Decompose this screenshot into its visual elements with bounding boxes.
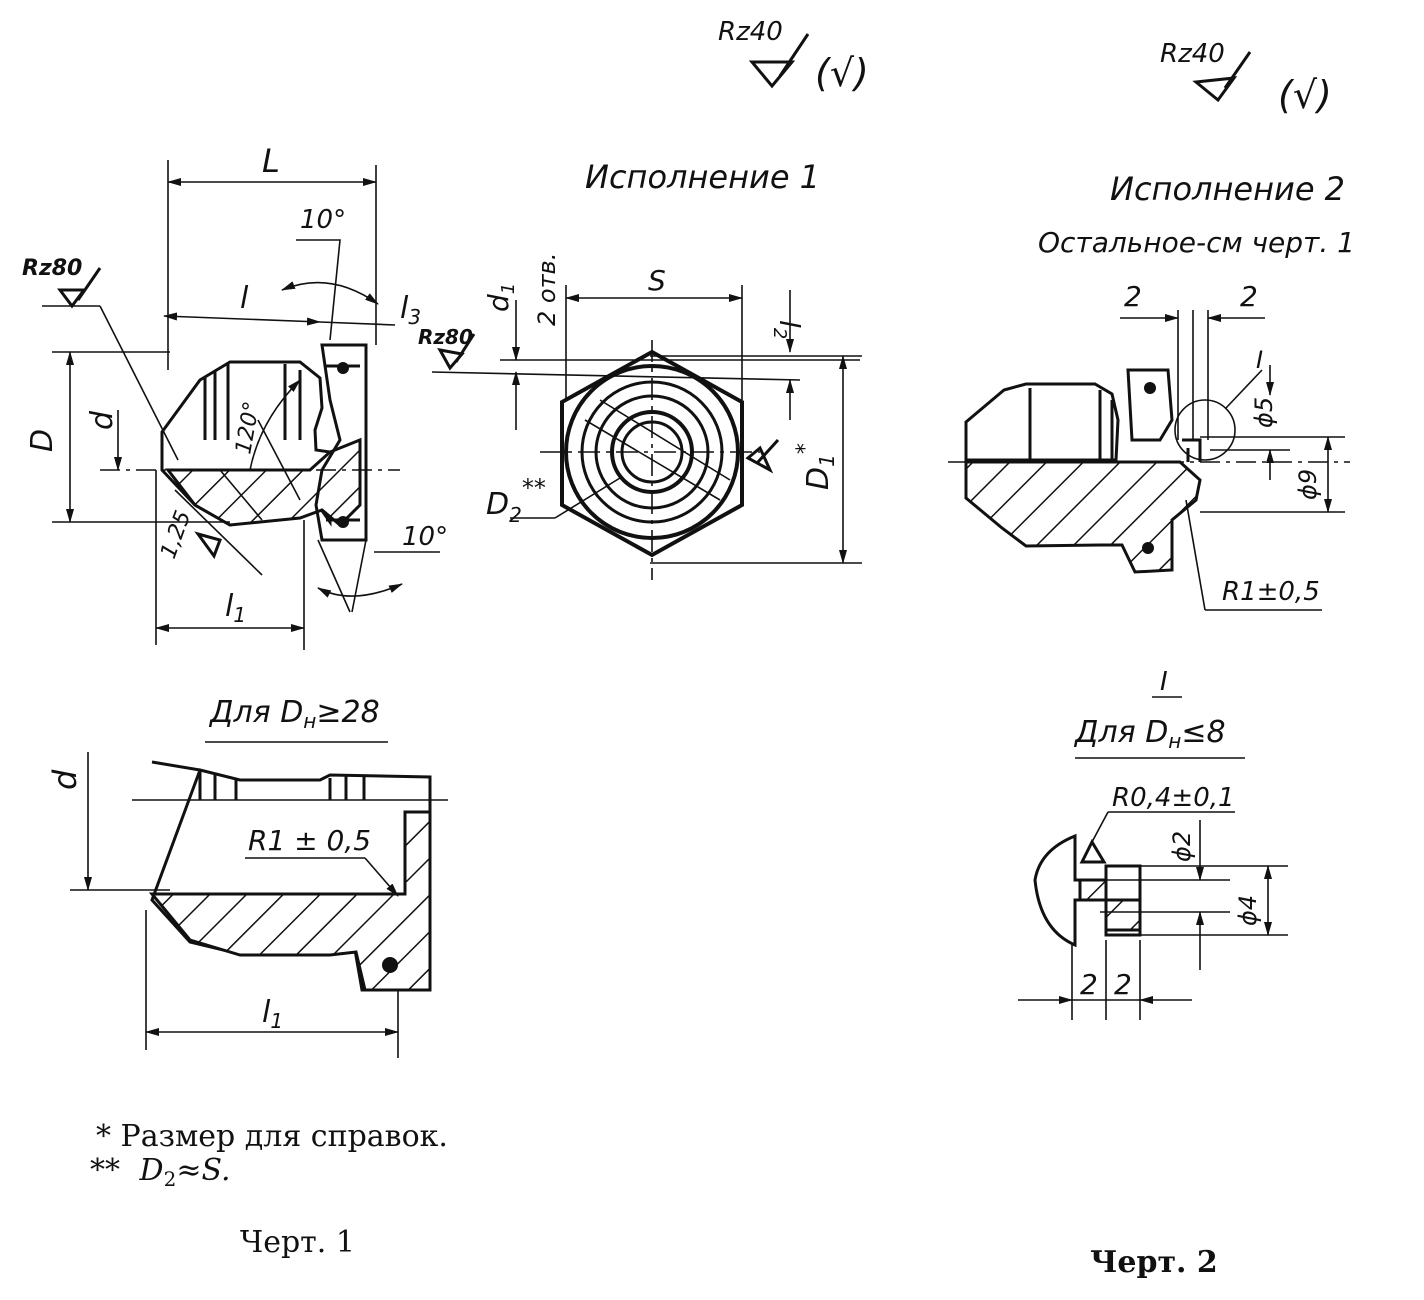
roughness-paren-check-a: (√) xyxy=(815,51,869,95)
dim-S: S xyxy=(648,264,666,297)
view-title-ispolnenie-1: Исполнение 1 xyxy=(585,158,820,196)
dim-D1: D1* xyxy=(793,443,839,490)
dim-L: L xyxy=(262,142,280,180)
dim-l: l xyxy=(240,281,249,316)
hex-end-view: S l2 D1* d1 2 отв. Rz80 D2** xyxy=(418,253,862,580)
side-view-fitting: L l l3 10° 120° D d Rz80 1,25 xyxy=(22,142,448,650)
roughness-label-rz80-b: Rz80 xyxy=(418,325,473,349)
hex-outline xyxy=(560,349,744,558)
dim-2-left: 2 xyxy=(1124,280,1142,313)
dim-angle-10-bottom: 10° xyxy=(402,522,448,552)
dim-angle-120: 120° xyxy=(231,400,265,457)
detail-title-dn-small: Для Dн≤8 xyxy=(1073,715,1226,753)
roughness-symbol-top-right: Rz40 (√) xyxy=(1160,39,1332,117)
dim-chamfer-125: 1,25 xyxy=(156,507,196,562)
view-title-ispolnenie-2: Исполнение 2 xyxy=(1110,170,1345,208)
dim-l1-section: l1 xyxy=(262,995,283,1033)
dim-l1: l1 xyxy=(225,589,246,627)
dim-phi2: ϕ2 xyxy=(1168,831,1196,862)
dim-d1: d1 xyxy=(482,283,519,312)
roughness-label-rz80-a: Rz80 xyxy=(22,256,82,281)
roughness-check-icon xyxy=(1192,51,1252,103)
section-view-dn-large: Для Dн≥28 d R1 ± 0,5 l1 xyxy=(46,695,448,1058)
side-view-variant-2: I 2 2 ϕ5 ϕ9 R1±0,5 xyxy=(948,280,1350,611)
note-d2-approx: ** D2≈S. xyxy=(90,1153,231,1191)
hole-mark xyxy=(382,957,398,973)
dim-D: D xyxy=(25,429,60,452)
dim-d-section: d xyxy=(46,769,84,790)
caption-chert-2: Черт. 2 xyxy=(1090,1245,1218,1280)
hole-mark xyxy=(1144,382,1156,394)
dim-r04: R0,4±0,1 xyxy=(1112,783,1235,813)
dim-l3: l3 xyxy=(400,291,421,329)
section-title-dn-large: Для Dн≥28 xyxy=(208,695,380,733)
hole-mark xyxy=(1142,542,1154,554)
view-subtitle-ostalnoe: Остальное-см черт. 1 xyxy=(1038,226,1355,259)
dim-2b: 2 xyxy=(1114,968,1132,1001)
roughness-label-rz40-a: Rz40 xyxy=(718,17,783,47)
dim-D2: D2** xyxy=(486,474,546,527)
roughness-check-icon xyxy=(748,33,810,89)
detail-view-dn-small: I Для Dн≤8 R0,4±0,1 ϕ2 ϕ4 2 2 xyxy=(1018,667,1288,1020)
roughness-symbol-top-center: Rz40 (√) xyxy=(718,17,869,95)
dim-l2: l2 xyxy=(769,320,806,339)
dim-d: d xyxy=(85,410,120,430)
detail-title-mark: I xyxy=(1160,667,1168,697)
roughness-paren-check-b: (√) xyxy=(1278,73,1332,117)
dim-phi5: ϕ5 xyxy=(1250,397,1278,428)
hole-mark xyxy=(337,516,349,528)
dim-angle-10-top: 10° xyxy=(300,205,346,235)
detail-mark-I: I xyxy=(1256,346,1263,374)
dim-2-right: 2 xyxy=(1240,280,1258,313)
dim-r1-right: R1±0,5 xyxy=(1222,577,1320,607)
hole-mark xyxy=(337,362,349,374)
dim-two-holes: 2 отв. xyxy=(533,253,561,326)
roughness-label-rz40-b: Rz40 xyxy=(1160,39,1225,69)
dim-r1-left: R1 ± 0,5 xyxy=(248,824,371,857)
caption-chert-1: Черт. 1 xyxy=(240,1225,355,1260)
dim-phi4: ϕ4 xyxy=(1234,895,1262,926)
dim-phi9: ϕ9 xyxy=(1294,469,1322,500)
dim-2a: 2 xyxy=(1080,968,1098,1001)
note-reference-size: * Размер для справок. xyxy=(96,1119,448,1154)
